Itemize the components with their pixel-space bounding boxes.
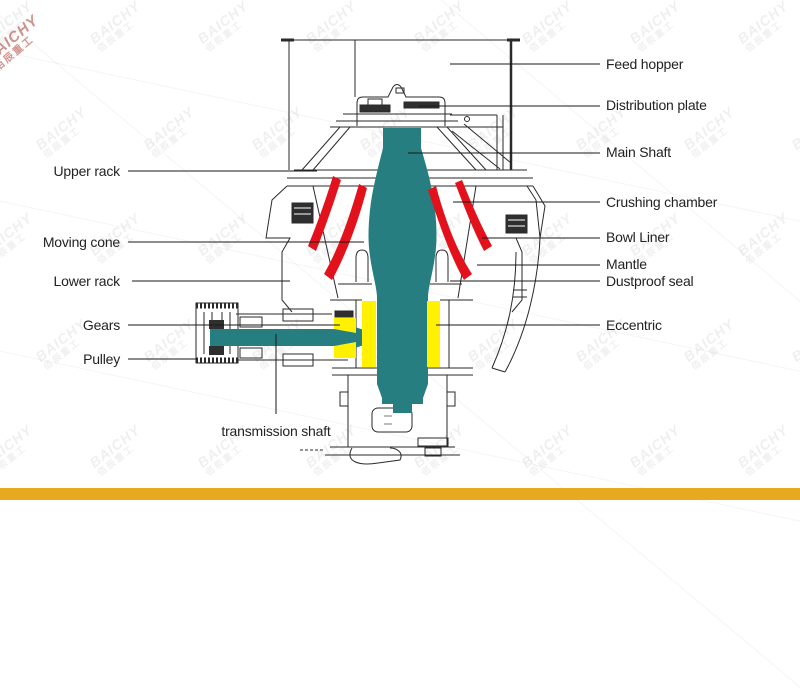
eccentric-bushing-left (362, 301, 376, 367)
leader-lines (128, 63, 600, 414)
main-shaft-shape (368, 128, 437, 413)
mantle-left (324, 184, 367, 280)
mantle-right (428, 186, 472, 280)
label-bowl-liner: Bowl Liner (606, 229, 670, 245)
cone-crusher-diagram (128, 38, 600, 465)
label-mantle: Mantle (606, 256, 647, 272)
label-dustproof-seal: Dustproof seal (606, 273, 694, 289)
label-eccentric: Eccentric (606, 317, 662, 333)
transmission-shaft-shape (210, 329, 352, 346)
gear-ring-bottom (209, 346, 224, 355)
label-distribution-plate: Distribution plate (606, 97, 707, 113)
distribution-plate-outline (330, 84, 503, 128)
colored-parts (209, 128, 492, 413)
label-gears: Gears (82, 317, 120, 333)
footer-bar (0, 488, 800, 500)
label-moving-cone: Moving cone (42, 234, 120, 250)
label-upper-rack: Upper rack (53, 163, 121, 179)
label-transmission-shaft: transmission shaft (221, 423, 331, 439)
label-lower-rack: Lower rack (53, 273, 121, 289)
bowl-liner-right (455, 180, 492, 251)
eccentric-bushing-right (427, 301, 440, 367)
bevel-gear-bottom (334, 342, 356, 358)
feed-hopper-outline (281, 38, 520, 170)
bowl-liner-left (308, 176, 341, 251)
label-feed-hopper: Feed hopper (606, 56, 684, 72)
machine-outline (128, 38, 600, 465)
label-crushing-chamber: Crushing chamber (606, 194, 718, 210)
bevel-gear-top (334, 318, 356, 333)
label-main-shaft: Main Shaft (606, 144, 671, 160)
label-pulley: Pulley (83, 351, 120, 367)
